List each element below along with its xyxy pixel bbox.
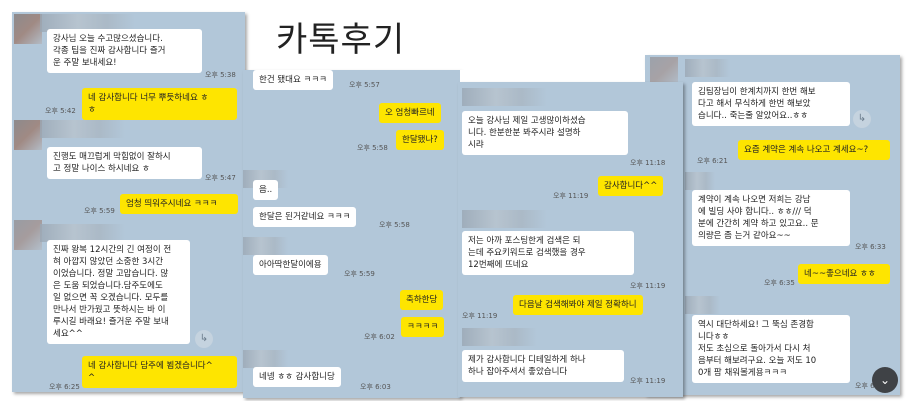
scroll-down-icon[interactable]: ⌄ <box>872 367 898 393</box>
sender-name <box>40 14 135 32</box>
share-forward-icon[interactable]: ↳ <box>195 330 213 348</box>
timestamp: 오후 6:03 <box>360 383 391 391</box>
message-bubble: 진짜 왕복 12시간의 긴 여정이 전 혀 아깝지 않았던 소중한 3시간 이었… <box>47 240 190 344</box>
message-bubble: 제가 감사합니다 디테일하게 하나 하나 잡아주셔서 좋았습니다 <box>462 350 624 382</box>
message-bubble: 한달됐나? <box>396 130 444 150</box>
message-bubble: 오늘 강사님 제일 고생많이하셨습 니다. 한분한분 봐주시랴 설명하 시랴 <box>462 111 628 155</box>
sender-name <box>462 328 537 346</box>
message-bubble: 감사합니다^^ <box>598 176 664 196</box>
page-title: 카톡후기 <box>276 20 406 60</box>
message-bubble: 요즘 계약은 계속 나오고 계세요~? <box>738 140 890 160</box>
sender-name <box>462 210 547 228</box>
timestamp: 오후 5:42 <box>45 107 76 115</box>
message-bubble: 진행도 매끄럽게 막힘없이 잘하시 고 정말 나이스 하시네요 ㅎ <box>47 147 202 179</box>
message-bubble: 네 감사합니다 너무 뿌듯하네요 ㅎ ㅎ <box>82 88 237 120</box>
timestamp: 오후 11:19 <box>462 312 498 320</box>
sender-name <box>685 296 720 314</box>
timestamp: 오후 6:02 <box>364 333 395 341</box>
message-bubble: 엄청 띄워주시네요 ㅋㅋㅋ <box>120 194 238 214</box>
message-bubble: 계약이 계속 나오면 저희는 강남 에 빌딩 사야 합니다.. ㅎㅎ/// 덕 … <box>692 190 850 246</box>
chat-panel-2: 한건 됐대요 ㅋㅋㅋ 오후 5:57 오 엄청빠르네 한달됐나? 오후 5:58… <box>243 70 460 398</box>
timestamp: 오후 5:57 <box>349 81 380 89</box>
timestamp: 오후 11:18 <box>630 159 666 167</box>
message-bubble: 네넹 ㅎㅎ 감사합니당 <box>253 367 341 387</box>
timestamp: 오후 5:59 <box>84 207 115 215</box>
timestamp: 오후 11:19 <box>630 377 666 385</box>
avatar <box>14 14 42 44</box>
timestamp: 오후 6 <box>855 382 875 390</box>
sender-name <box>685 59 730 77</box>
timestamp: 오후 6:35 <box>764 279 795 287</box>
sender-name <box>243 350 288 368</box>
sender-name <box>40 224 125 242</box>
message-bubble: ㅋㅋㅋㅋ <box>401 317 445 337</box>
avatar <box>14 120 42 150</box>
chat-panel-1: 강사님 오늘 수고많으셨습니다. 각종 팁을 진짜 감사합니다 즐거 운 주말 … <box>12 12 245 392</box>
message-bubble: 음.. <box>253 180 279 200</box>
message-bubble: 네 감사합니다 담주에 뵙겠습니다^ ^ <box>82 356 237 388</box>
message-bubble: 아아딱한달이에용 <box>253 255 328 275</box>
timestamp: 오후 5:59 <box>344 270 375 278</box>
timestamp: 오후 5:47 <box>205 174 236 182</box>
message-bubble: 역시 대단하세요! 그 뚝심 존경합 니다ㅎㅎ 저도 초심으로 돌아가서 다시 … <box>692 315 850 383</box>
panel-header-strip <box>460 70 645 82</box>
avatar <box>14 220 42 250</box>
message-bubble: 네~~좋으네요 ㅎㅎ <box>798 264 890 284</box>
timestamp: 오후 6:25 <box>49 383 80 391</box>
message-bubble: 축하한당 <box>400 290 444 310</box>
chat-panel-3: 오늘 강사님 제일 고생많이하셨습 니다. 한분한분 봐주시랴 설명하 시랴 오… <box>458 82 683 397</box>
timestamp: 오후 6:21 <box>697 157 728 165</box>
message-bubble: 강사님 오늘 수고많으셨습니다. 각종 팁을 진짜 감사합니다 즐거 운 주말 … <box>47 29 202 73</box>
timestamp: 오후 11:19 <box>630 282 666 290</box>
message-bubble: 김팀장님이 한계치까지 한번 해보 다고 해서 무식하게 한번 해보았 습니다.… <box>692 82 850 126</box>
timestamp: 오후 5:58 <box>357 144 388 152</box>
timestamp: 오후 11:19 <box>553 192 589 200</box>
message-bubble: 한건 됐대요 ㅋㅋㅋ <box>253 70 333 90</box>
sender-name <box>40 120 125 138</box>
chat-panel-4: 김팀장님이 한계치까지 한번 해보 다고 해서 무식하게 한번 해보았 습니다.… <box>645 55 900 395</box>
message-bubble: 오 엄청빠르네 <box>379 103 441 123</box>
timestamp: 오후 5:38 <box>205 71 236 79</box>
timestamp: 오후 6:33 <box>855 243 886 251</box>
sender-name <box>243 237 288 255</box>
sender-name <box>462 88 547 106</box>
message-bubble: 다음날 검색해봐야 제일 정확하니 <box>513 295 643 315</box>
sender-name <box>685 172 715 190</box>
share-forward-icon[interactable]: ↳ <box>853 110 871 128</box>
message-bubble: 저는 아까 포스팅한게 검색은 되 는데 주요키워드로 검색했을 경우 12번째… <box>462 231 634 275</box>
timestamp: 오후 5:58 <box>379 221 410 229</box>
message-bubble: 한달은 된거같네요 ㅋㅋㅋ <box>253 207 357 227</box>
